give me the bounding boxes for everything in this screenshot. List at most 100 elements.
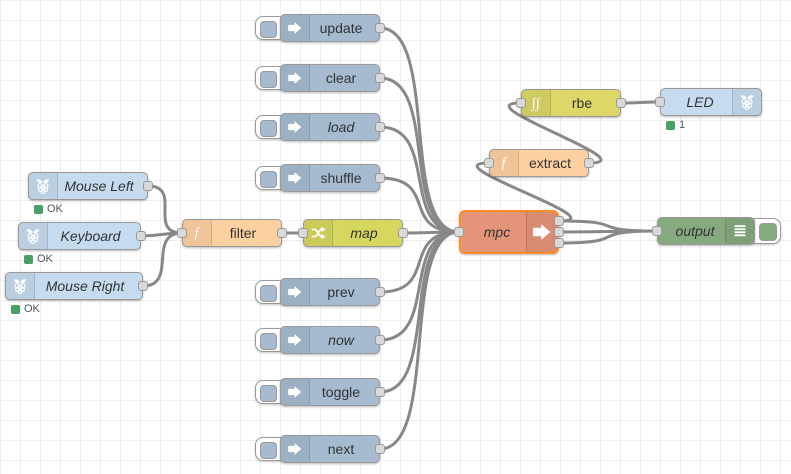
next-output-port-1[interactable] — [375, 444, 385, 454]
rbe-icon: ∫∫ — [522, 90, 551, 116]
node-rbe[interactable]: ∫∫rbe — [516, 89, 626, 117]
wire-extract-to-rbe[interactable] — [507, 101, 603, 165]
filter-label: filter — [229, 225, 257, 241]
mpc-output-port-3[interactable] — [554, 238, 564, 248]
output-body[interactable]: output — [657, 217, 755, 245]
prev-button-face[interactable] — [260, 284, 277, 302]
rbe-body[interactable]: ∫∫rbe — [521, 89, 621, 117]
mpc-output-port-1[interactable] — [554, 216, 564, 226]
led-body[interactable]: LED — [660, 88, 762, 116]
shuffle-button-face[interactable] — [260, 170, 277, 188]
filter-output-port-1[interactable] — [277, 228, 287, 238]
next-button-face[interactable] — [260, 441, 277, 459]
wire-mpc-to-output[interactable] — [557, 219, 659, 233]
wire-clear-to-mpc[interactable] — [378, 76, 461, 234]
node-update[interactable]: update — [255, 14, 385, 42]
led-status-dot — [666, 120, 675, 130]
prev-output-port-1[interactable] — [375, 287, 385, 297]
node-toggle[interactable]: toggle — [255, 378, 385, 406]
next-inject-button[interactable] — [255, 437, 282, 461]
clear-output-port-1[interactable] — [375, 73, 385, 83]
extract-input-port[interactable] — [484, 158, 494, 168]
wire-update-to-mpc[interactable] — [378, 26, 461, 234]
inject-arrow-icon — [281, 379, 310, 405]
now-body[interactable]: now — [280, 326, 380, 354]
mouse-right-body[interactable]: Mouse Right — [5, 272, 143, 300]
rbe-input-port[interactable] — [516, 98, 526, 108]
raspberry-icon — [6, 273, 35, 299]
clear-inject-button[interactable] — [255, 66, 282, 90]
node-next[interactable]: next — [255, 435, 385, 463]
wire-load-to-mpc[interactable] — [378, 125, 461, 234]
filter-input-port[interactable] — [177, 228, 187, 238]
toggle-button-face[interactable] — [260, 384, 277, 402]
now-inject-button[interactable] — [255, 328, 282, 352]
mouse-left-output-port-1[interactable] — [143, 181, 153, 191]
mpc-output-port-2[interactable] — [554, 227, 564, 237]
rbe-output-port-1[interactable] — [616, 98, 626, 108]
node-mpc[interactable]: mpc — [454, 210, 564, 254]
node-output[interactable]: output — [652, 217, 781, 245]
output-button-face[interactable] — [759, 223, 777, 241]
toggle-inject-button[interactable] — [255, 380, 282, 404]
wire-toggle-to-mpc[interactable] — [378, 230, 461, 394]
keyboard-output-port-1[interactable] — [136, 231, 146, 241]
toggle-body[interactable]: toggle — [280, 378, 380, 406]
now-button-face[interactable] — [260, 332, 277, 350]
output-input-port[interactable] — [652, 226, 662, 236]
node-shuffle[interactable]: shuffle — [255, 164, 385, 192]
update-inject-button[interactable] — [255, 16, 282, 40]
shuffle-output-port-1[interactable] — [375, 173, 385, 183]
wire-mouse-left-to-filter[interactable] — [146, 184, 184, 235]
wire-mouse-right-to-filter[interactable] — [141, 231, 184, 288]
load-output-port-1[interactable] — [375, 122, 385, 132]
wire-shuffle-to-mpc[interactable] — [378, 176, 461, 234]
load-button-face[interactable] — [260, 119, 277, 137]
extract-output-port-1[interactable] — [584, 158, 594, 168]
mouse-right-output-port-1[interactable] — [138, 281, 148, 291]
shuffle-inject-button[interactable] — [255, 166, 282, 190]
output-enable-button[interactable] — [753, 218, 781, 244]
keyboard-body[interactable]: Keyboard — [18, 222, 141, 250]
wire-mpc-to-extract[interactable] — [476, 161, 572, 223]
update-body[interactable]: update — [280, 14, 380, 42]
shuffle-body[interactable]: shuffle — [280, 164, 380, 192]
node-now[interactable]: now — [255, 326, 385, 354]
toggle-output-port-1[interactable] — [375, 387, 385, 397]
clear-body[interactable]: clear — [280, 64, 380, 92]
node-prev[interactable]: prev — [255, 278, 385, 306]
map-input-port[interactable] — [298, 228, 308, 238]
mpc-body[interactable]: mpc — [459, 210, 559, 254]
now-output-port-1[interactable] — [375, 335, 385, 345]
wire-mpc-to-output[interactable] — [557, 229, 659, 245]
update-button-face[interactable] — [260, 20, 277, 38]
mouse-left-body[interactable]: Mouse Left — [28, 172, 148, 200]
node-clear[interactable]: clear — [255, 64, 385, 92]
next-body[interactable]: next — [280, 435, 380, 463]
node-map[interactable]: map — [298, 219, 408, 247]
load-inject-button[interactable] — [255, 115, 282, 139]
wire-next-to-mpc[interactable] — [378, 230, 461, 451]
wire-now-to-mpc[interactable] — [378, 230, 461, 342]
clear-button-face[interactable] — [260, 70, 277, 88]
map-output-port-1[interactable] — [398, 228, 408, 238]
prev-body[interactable]: prev — [280, 278, 380, 306]
now-label: now — [328, 332, 354, 348]
prev-inject-button[interactable] — [255, 280, 282, 304]
update-output-port-1[interactable] — [375, 23, 385, 33]
led-input-port[interactable] — [655, 97, 665, 107]
mouse-left-status: OK — [34, 203, 63, 215]
load-body[interactable]: load — [280, 113, 380, 141]
mpc-input-port[interactable] — [454, 227, 464, 237]
map-body[interactable]: map — [303, 219, 403, 247]
node-load[interactable]: load — [255, 113, 385, 141]
